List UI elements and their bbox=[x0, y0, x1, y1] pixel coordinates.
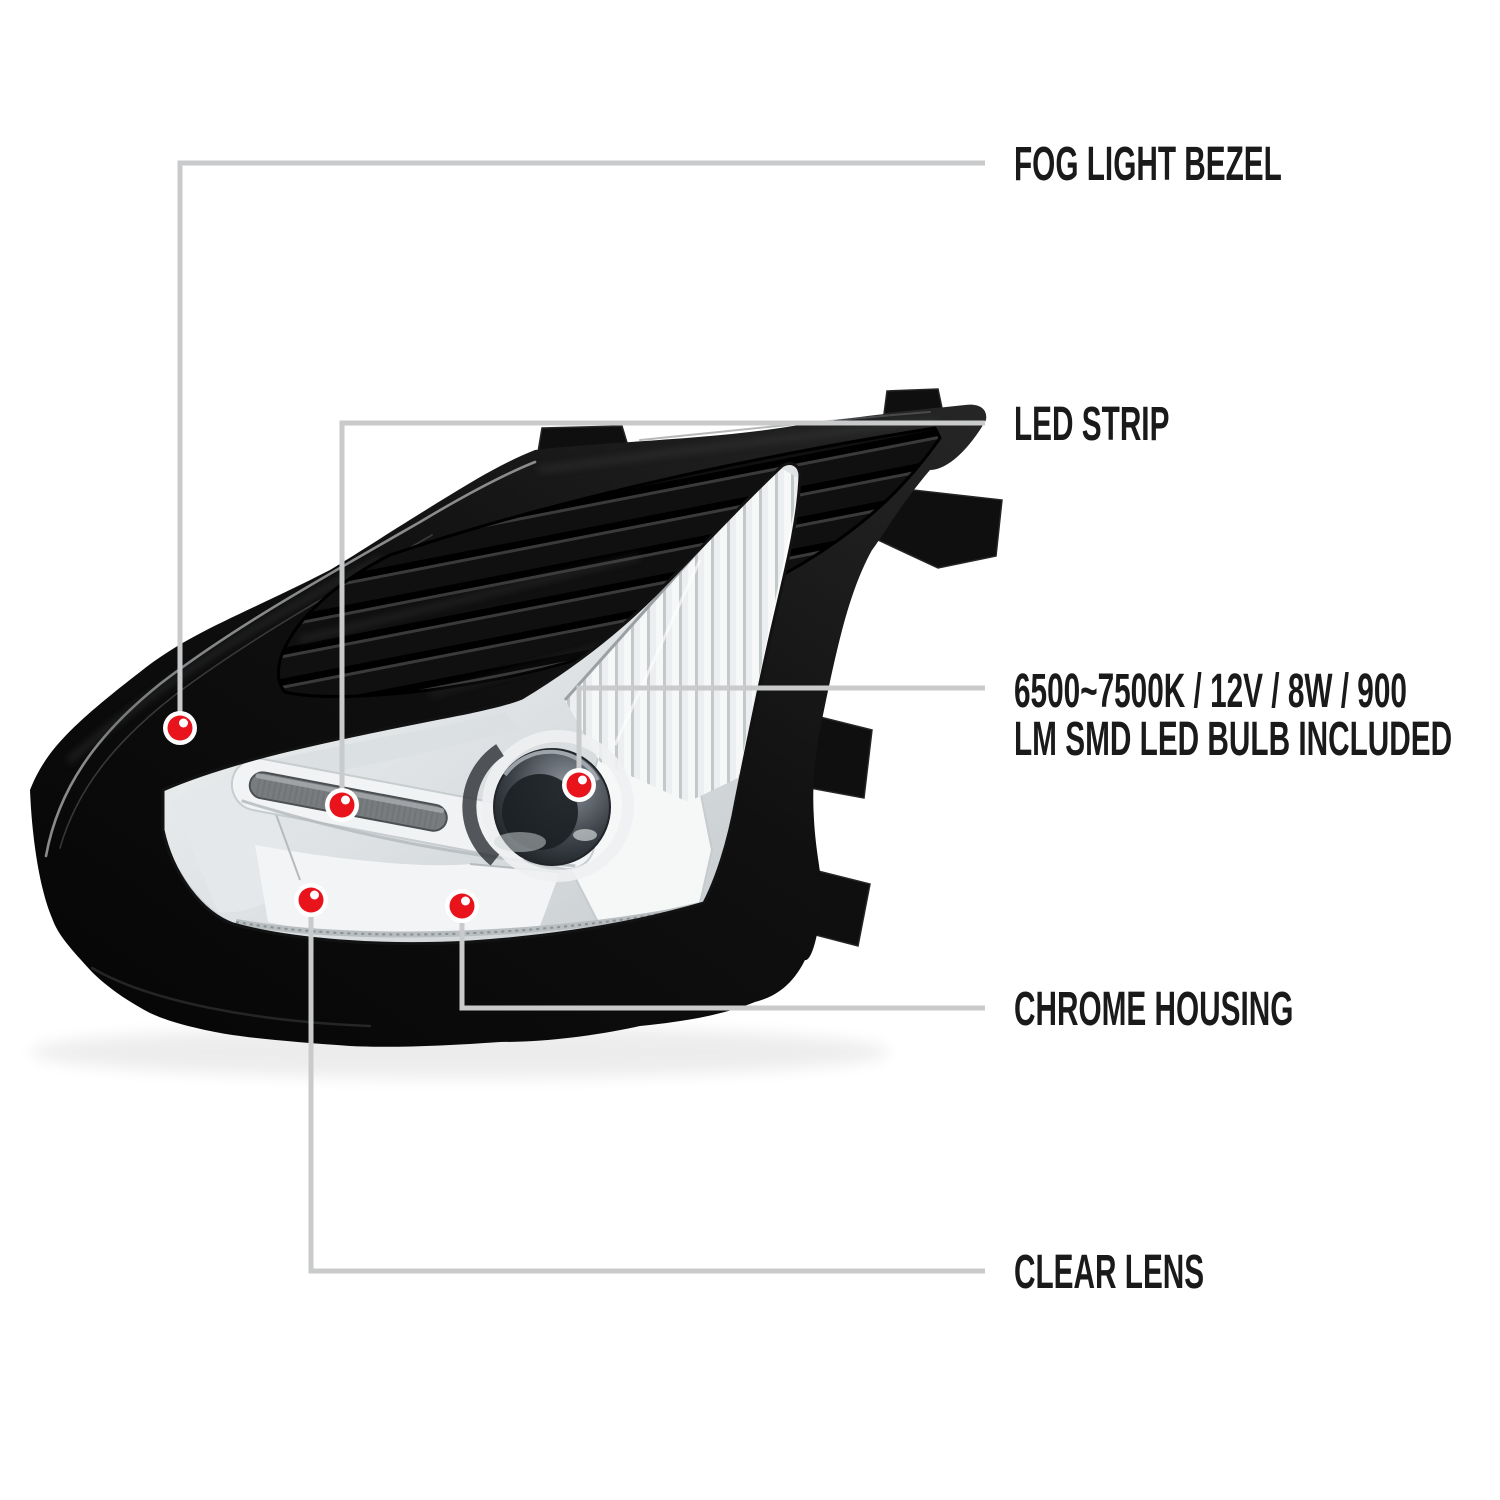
callout-label-clear-lens: CLEAR LENS bbox=[1014, 1246, 1205, 1299]
marker-chrome-housing bbox=[445, 889, 479, 923]
callout-label-chrome-housing: CHROME HOUSING bbox=[1014, 983, 1294, 1036]
led-bulb bbox=[462, 730, 634, 882]
led-strip-ribs bbox=[255, 773, 443, 830]
marker-led-strip bbox=[325, 788, 359, 822]
callout-label-led-bulb-spec: 6500~7500K / 12V / 8W / 900 LM SMD LED B… bbox=[1014, 668, 1452, 764]
marker-dots bbox=[163, 711, 596, 923]
ground-shadow bbox=[30, 1026, 890, 1078]
callout-label-led-strip: LED STRIP bbox=[1014, 398, 1170, 451]
leader-led-strip bbox=[339, 420, 985, 805]
callout-label-led-bulb-spec-line2: LM SMD LED BULB INCLUDED bbox=[1014, 713, 1453, 766]
marker-led-bulb bbox=[562, 768, 596, 802]
leader-clear-lens bbox=[308, 900, 985, 1274]
leader-fog-light-bezel bbox=[177, 160, 985, 728]
lens-rim bbox=[161, 462, 802, 946]
leader-chrome-housing bbox=[459, 906, 985, 1011]
marker-clear-lens bbox=[294, 883, 328, 917]
callout-label-led-bulb-spec-line1: 6500~7500K / 12V / 8W / 900 bbox=[1014, 665, 1407, 718]
callout-label-fog-light-bezel: FOG LIGHT BEZEL bbox=[1014, 138, 1282, 191]
leader-lines bbox=[177, 160, 985, 1274]
leader-led-bulb bbox=[576, 685, 985, 785]
marker-fog-light-bezel bbox=[163, 711, 197, 745]
